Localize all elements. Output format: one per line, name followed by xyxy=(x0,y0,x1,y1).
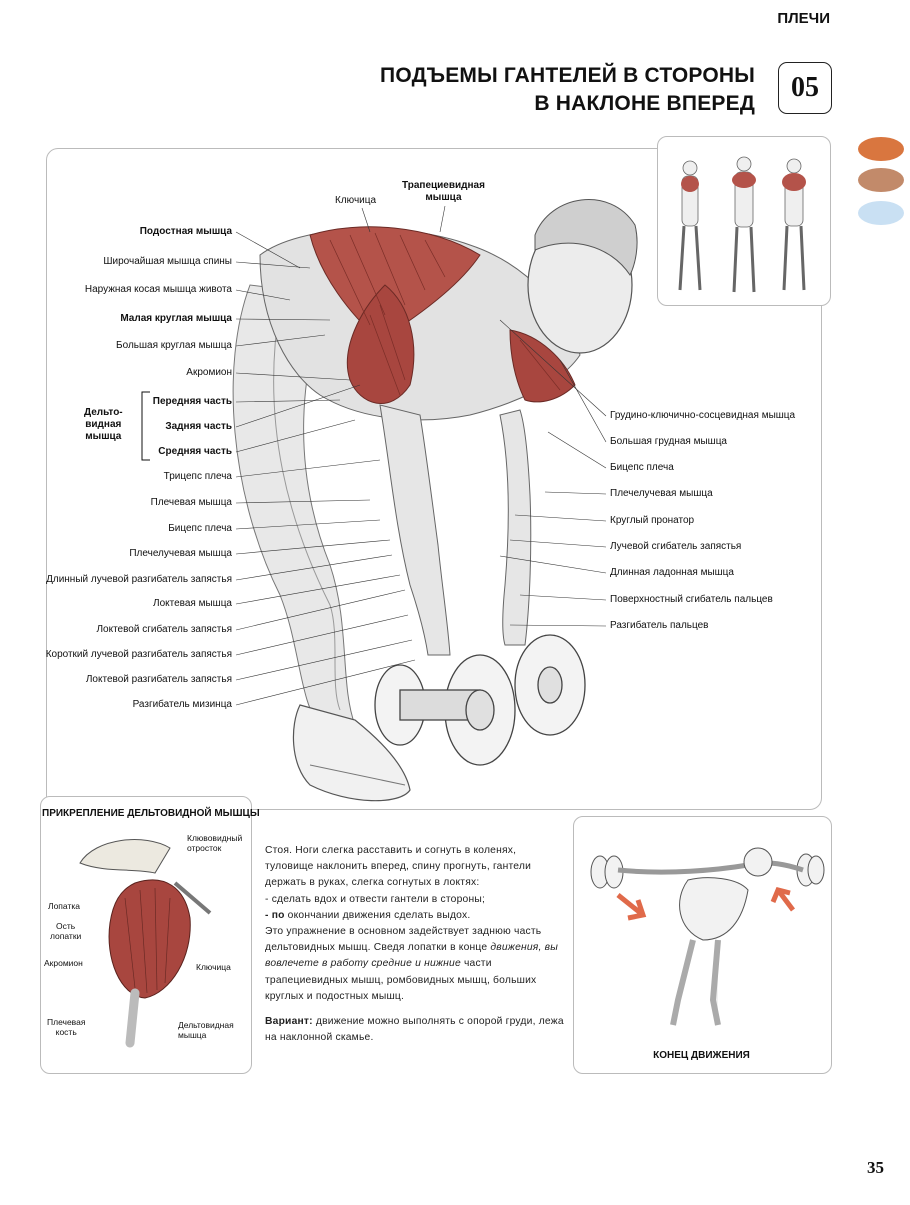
deltoid-attachment-title: ПРИКРЕПЛЕНИЕ ДЕЛЬТОВИДНОЙ МЫШЦЫ xyxy=(42,808,260,819)
leader-left-13 xyxy=(235,554,393,581)
label-left-8: Средняя часть xyxy=(158,446,232,457)
label-left-0: Подостная мышца xyxy=(139,226,232,237)
leader-top-1 xyxy=(439,205,446,233)
leader-left-16 xyxy=(235,614,409,656)
leader-right-3 xyxy=(544,491,607,495)
label-clavicle-small: Ключица xyxy=(196,962,231,972)
leader-right-5 xyxy=(509,539,607,548)
label-right-5: Лучевой сгибатель запястья xyxy=(610,541,742,552)
exercise-number-badge: 05 xyxy=(778,62,832,114)
leader-left-0 xyxy=(235,231,301,269)
label-left-17: Локтевой разгибатель запястья xyxy=(85,674,232,685)
anatomy-figure-illustration xyxy=(232,199,638,802)
leader-left-8 xyxy=(235,419,356,453)
label-left-1: Широчайшая мышца спины xyxy=(103,256,232,267)
description-step-1: - сделать вдох и отвести гантели в сторо… xyxy=(265,893,486,905)
label-left-16: Короткий лучевой разгибатель запястья xyxy=(45,649,232,660)
label-right-8: Разгибатель пальцев xyxy=(610,620,709,631)
label-humerus: Плечевая кость xyxy=(47,1017,86,1037)
label-left-11: Бицепс плеча xyxy=(168,523,232,534)
leader-top-0 xyxy=(361,207,371,233)
label-acromion-small: Акромион xyxy=(44,958,83,968)
label-coracoid: Клювовидный отросток xyxy=(187,833,243,853)
section-title: ПЛЕЧИ xyxy=(777,10,830,27)
label-right-4: Круглый пронатор xyxy=(610,515,695,526)
description-step-2: - по окончании движения сделать выдох. xyxy=(265,909,471,921)
leader-left-2 xyxy=(235,289,291,301)
description-variant: Вариант: движение можно выполнять с опор… xyxy=(265,1016,564,1044)
label-left-10: Плечевая мышца xyxy=(150,497,232,508)
label-scapula-spine: Ость лопатки xyxy=(50,921,82,941)
label-clavicle-top: Ключица xyxy=(335,195,377,206)
deltoid-bracket xyxy=(141,391,150,461)
leader-right-6 xyxy=(499,555,607,574)
label-left-3: Малая круглая мышца xyxy=(120,313,232,324)
deltoid-attachment-illustration xyxy=(79,839,212,1048)
label-left-12: Плечелучевая мышца xyxy=(129,548,232,559)
label-deltoid-small: Дельтовидная мышца xyxy=(178,1020,234,1040)
muscle-map-figures xyxy=(678,156,806,293)
label-left-15: Локтевой сгибатель запястья xyxy=(96,624,232,635)
description-setup: Стоя. Ноги слегка расставить и согнуть в… xyxy=(265,845,532,889)
page-title: ПОДЪЕМЫ ГАНТЕЛЕЙ В СТОРОНЫ В НАКЛОНЕ ВПЕ… xyxy=(380,62,755,118)
leader-left-6 xyxy=(235,399,341,403)
end-movement-caption: КОНЕЦ ДВИЖЕНИЯ xyxy=(653,1050,750,1061)
label-left-13: Длинный лучевой разгибатель запястья xyxy=(46,574,232,585)
label-right-0: Грудино-ключично-сосцевидная мышца xyxy=(610,410,796,421)
leader-right-0 xyxy=(499,319,607,417)
label-left-7: Задняя часть xyxy=(165,421,232,432)
title-line-1: ПОДЪЕМЫ ГАНТЕЛЕЙ В СТОРОНЫ xyxy=(380,64,755,87)
leader-lines xyxy=(235,205,607,706)
label-deltoid-group: Дельто- видная мышца xyxy=(84,407,123,442)
leader-left-17 xyxy=(235,639,413,681)
leader-left-1 xyxy=(235,261,311,269)
leader-left-7 xyxy=(235,384,361,428)
label-right-2: Бицепс плеча xyxy=(610,462,674,473)
leader-right-4 xyxy=(514,514,607,522)
label-right-6: Длинная ладонная мышца xyxy=(610,567,734,578)
leader-left-18 xyxy=(235,659,416,706)
leader-left-14 xyxy=(235,574,401,605)
exercise-description: Стоя. Ноги слегка расставить и согнуть в… xyxy=(265,843,565,1046)
leader-left-5 xyxy=(235,372,351,381)
label-trapezius: Трапециевидная мышца xyxy=(402,180,485,203)
side-dot-blue xyxy=(858,201,904,225)
leader-left-11 xyxy=(235,519,381,530)
leader-left-10 xyxy=(235,499,371,504)
leader-left-3 xyxy=(235,318,331,321)
title-line-2: В НАКЛОНЕ ВПЕРЕД xyxy=(534,92,755,115)
page-number: 35 xyxy=(867,1158,884,1177)
label-left-18: Разгибатель мизинца xyxy=(132,699,232,710)
description-effect: Это упражнение в основном задействует за… xyxy=(265,926,558,1002)
end-movement-illustration xyxy=(590,847,825,1026)
label-left-5: Акромион xyxy=(186,367,232,378)
leader-left-9 xyxy=(235,459,381,478)
label-left-9: Трицепс плеча xyxy=(163,471,232,482)
label-right-1: Большая грудная мышца xyxy=(610,436,727,447)
side-dot-brown xyxy=(858,168,904,192)
leader-right-8 xyxy=(509,624,607,627)
leader-left-4 xyxy=(235,334,326,347)
label-left-4: Большая круглая мышца xyxy=(116,340,232,351)
label-right-3: Плечелучевая мышца xyxy=(610,488,713,499)
label-right-7: Поверхностный сгибатель пальцев xyxy=(610,594,773,605)
label-left-6: Передняя часть xyxy=(152,396,232,407)
leader-right-2 xyxy=(547,431,607,469)
leader-left-12 xyxy=(235,539,391,555)
leader-right-1 xyxy=(559,359,607,443)
label-scapula: Лопатка xyxy=(48,901,80,911)
label-left-2: Наружная косая мышца живота xyxy=(84,284,232,295)
leader-right-7 xyxy=(519,594,607,601)
side-dot-orange xyxy=(858,137,904,161)
label-left-14: Локтевая мышца xyxy=(153,598,232,609)
leader-left-15 xyxy=(235,589,406,631)
